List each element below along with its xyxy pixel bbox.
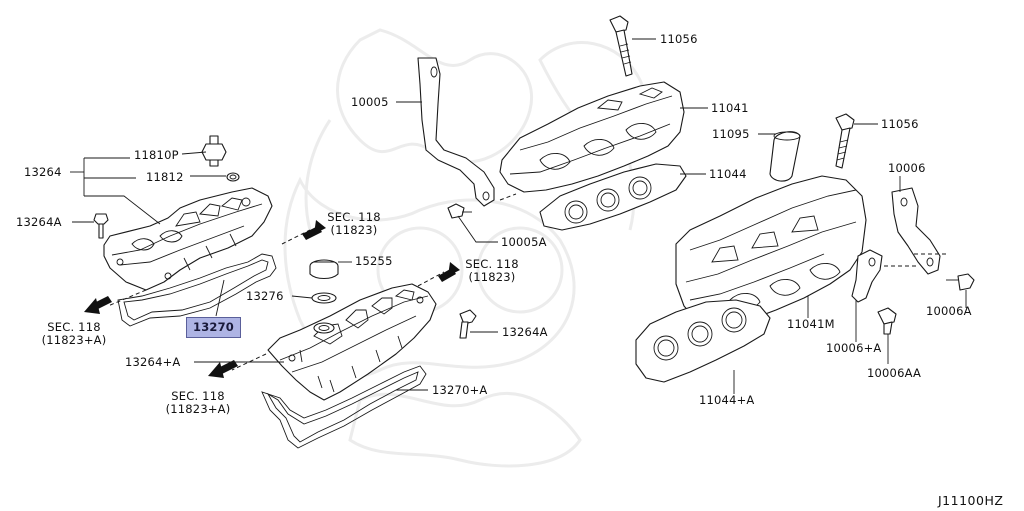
bolt-10006aa[interactable] [877, 307, 897, 335]
gasket-right[interactable] [261, 365, 427, 449]
bracket-10005[interactable] [417, 57, 495, 207]
bolt-10005a[interactable] [447, 203, 472, 219]
bolt-11056-top[interactable] [609, 15, 633, 77]
bracket-10006[interactable] [891, 187, 941, 275]
label-11041m[interactable]: 11041M [787, 317, 835, 331]
label-sec118-mid[interactable]: SEC. 118 (11823) [458, 258, 526, 284]
label-11812[interactable]: 11812 [146, 170, 184, 184]
sec118-mid-line1: SEC. 118 [465, 257, 519, 271]
sec118-upper-line1: SEC. 118 [327, 210, 381, 224]
alignment-lines [499, 193, 948, 267]
bolt-11056-right[interactable] [835, 113, 855, 169]
bracket-10006-a[interactable] [851, 249, 883, 303]
rocker-cover-right[interactable] [267, 283, 437, 401]
label-13264a-left[interactable]: 13264A [16, 215, 62, 229]
sec118-mid-line2: (11823) [468, 270, 516, 284]
sec-118-arrow-bottom [208, 353, 267, 378]
label-11095[interactable]: 11095 [712, 127, 750, 141]
label-13270-highlighted[interactable]: 13270 [186, 317, 242, 338]
filler-cap-seal[interactable] [311, 292, 337, 334]
label-10006a[interactable]: 10006A [926, 304, 972, 318]
sec-118-arrow-mid [417, 262, 460, 287]
label-11056-top[interactable]: 11056 [660, 32, 698, 46]
label-15255[interactable]: 15255 [355, 254, 393, 268]
sec-118-arrow-left [84, 289, 147, 314]
label-13270-a[interactable]: 13270+A [432, 383, 488, 397]
label-sec118-upper[interactable]: SEC. 118 (11823) [320, 211, 388, 237]
bolt-13264a-right[interactable] [459, 309, 477, 339]
sec118-bottom-line2: (11823+A) [165, 402, 231, 416]
sec118-left-line1: SEC. 118 [47, 320, 101, 334]
sec118-bottom-line1: SEC. 118 [171, 389, 225, 403]
sec-118-arrow-upper-right [281, 220, 326, 245]
sec118-upper-line2: (11823) [330, 223, 378, 237]
sec118-left-line2: (11823+A) [41, 333, 107, 347]
bolt-10006a[interactable] [946, 273, 975, 291]
label-13276[interactable]: 13276 [246, 289, 284, 303]
pcv-valve[interactable] [201, 135, 227, 167]
label-sec118-left[interactable]: SEC. 118 (11823+A) [36, 321, 112, 347]
gasket-left[interactable] [117, 253, 277, 327]
head-gasket-upper[interactable] [539, 163, 687, 231]
label-11044-a[interactable]: 11044+A [699, 393, 755, 407]
label-13264-a[interactable]: 13264+A [125, 355, 181, 369]
label-11044[interactable]: 11044 [709, 167, 747, 181]
head-gasket-lower[interactable] [635, 299, 771, 383]
label-11056-right[interactable]: 11056 [881, 117, 919, 131]
label-10005a[interactable]: 10005A [501, 235, 547, 249]
rocker-cover-left[interactable] [103, 187, 273, 291]
oil-filler-cap[interactable] [309, 259, 339, 280]
o-ring[interactable] [226, 172, 240, 182]
label-10006-a[interactable]: 10006+A [826, 341, 882, 355]
watermark-emblem [283, 28, 648, 468]
label-11810p[interactable]: 11810P [134, 148, 179, 162]
drawing-code: J11100HZ [938, 493, 1004, 508]
dowel-pin[interactable] [769, 131, 801, 182]
label-10005[interactable]: 10005 [351, 95, 389, 109]
leader-lines [70, 38, 967, 394]
bolt-13264a-left[interactable] [93, 213, 109, 239]
label-13264a-mid[interactable]: 13264A [502, 325, 548, 339]
label-10006[interactable]: 10006 [888, 161, 926, 175]
label-13264[interactable]: 13264 [24, 165, 62, 179]
label-10006aa[interactable]: 10006AA [867, 366, 922, 380]
cylinder-head-upper[interactable] [499, 81, 685, 193]
label-11041[interactable]: 11041 [711, 101, 749, 115]
label-sec118-bottom[interactable]: SEC. 118 (11823+A) [156, 390, 240, 416]
